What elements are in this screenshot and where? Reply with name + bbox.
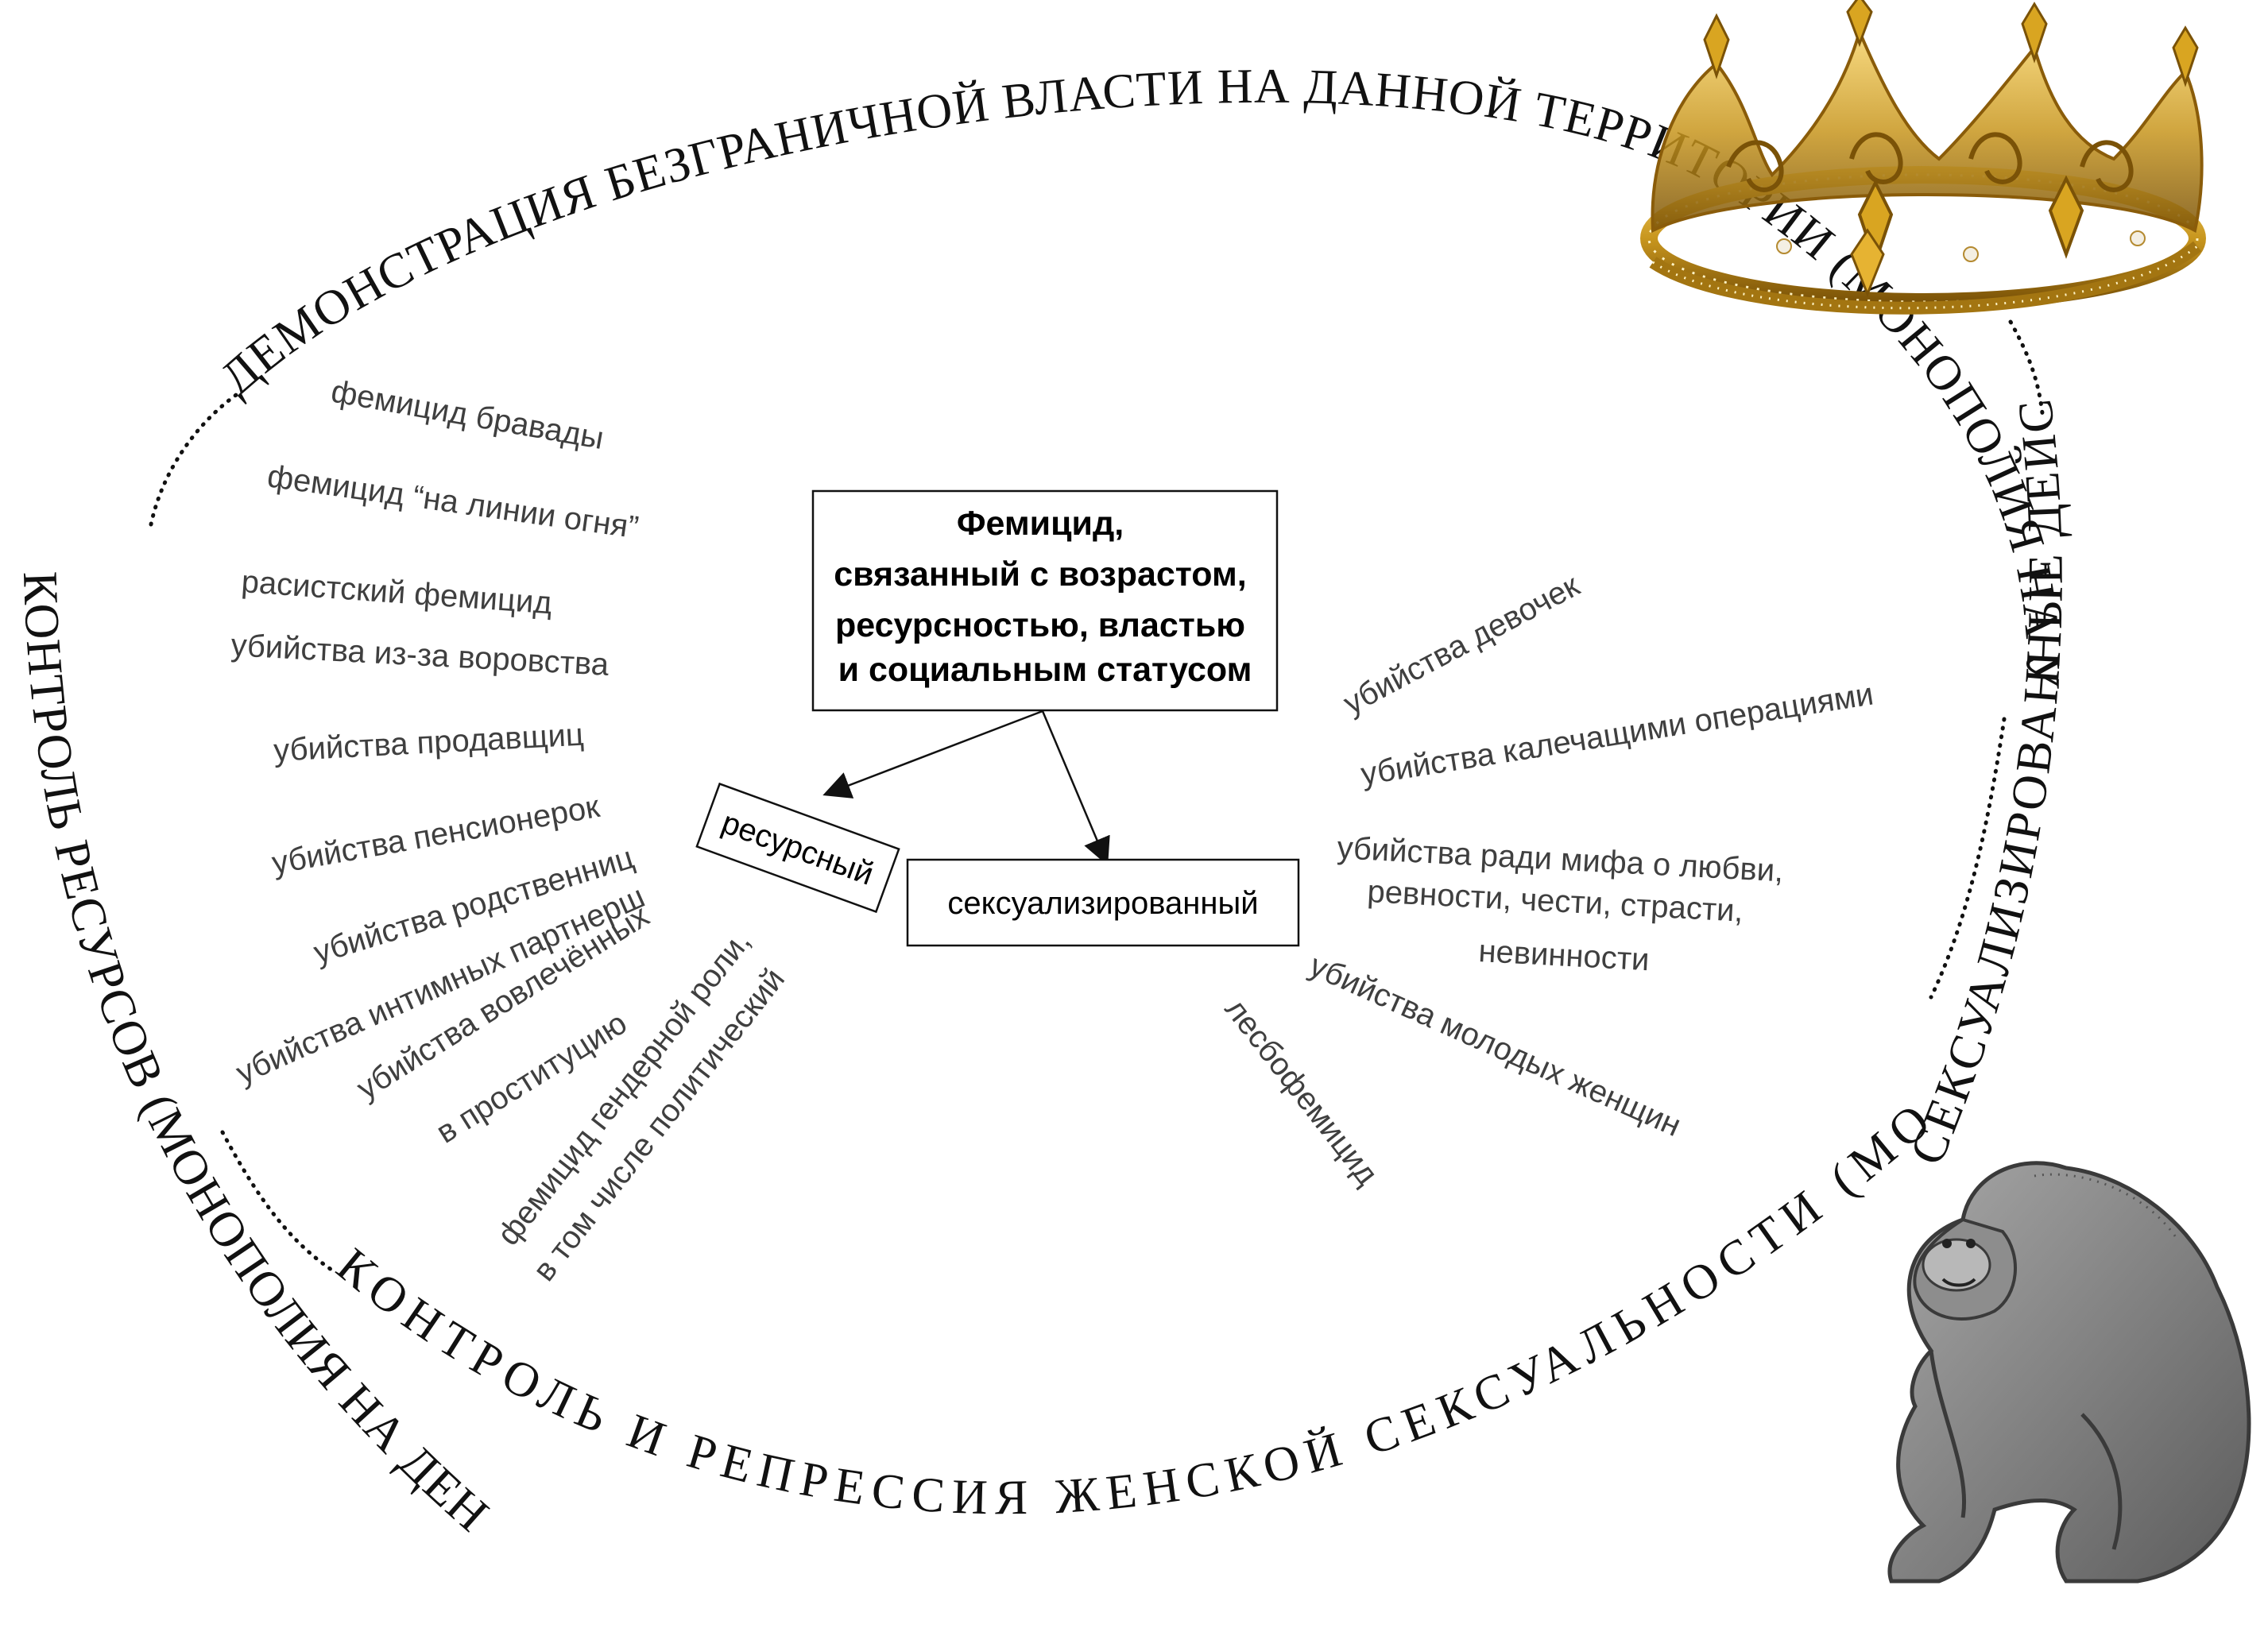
dotted-connector-crown: [2008, 319, 2045, 416]
item-lesbofemicide: лесбофемицид: [1218, 992, 1385, 1191]
item-girls: убийства девочек: [1338, 567, 1585, 721]
dotted-connector-right: [1929, 717, 2007, 1000]
dotted-connector-bottom-left: [220, 1130, 336, 1274]
item-saleswomen: убийства продавщиц: [273, 717, 585, 768]
item-mutilating-operations: убийства калечащими операциями: [1359, 676, 1876, 791]
arrow-to-sexualized: [1041, 710, 1110, 866]
sexualized-box-label: сексуализированный: [947, 886, 1258, 921]
item-theft: убийства из-за воровства: [230, 628, 610, 683]
center-box: [811, 489, 1279, 712]
item-racist: расистский фемицид: [240, 564, 553, 621]
resource-box: ресурсный: [695, 782, 900, 914]
crown-illustration: [1640, 0, 2206, 315]
item-gender-role-2: в том числе политический: [526, 962, 791, 1288]
arrow-to-resource: [822, 710, 1043, 799]
item-young-women: убийства молодых женщин: [1304, 948, 1686, 1143]
sexualized-box: [906, 858, 1300, 947]
gorilla-illustration: [1887, 1161, 2251, 1584]
center-title: Фемицид, связанный с возрастом, ресурсно…: [834, 505, 1256, 689]
dotted-connector-top-left: [149, 391, 241, 527]
item-line-of-fire: фемицид “на линии огня”: [265, 458, 641, 545]
item-bravado: фемицид бравады: [328, 374, 606, 457]
item-love-myth-3: невинности: [1478, 934, 1651, 977]
